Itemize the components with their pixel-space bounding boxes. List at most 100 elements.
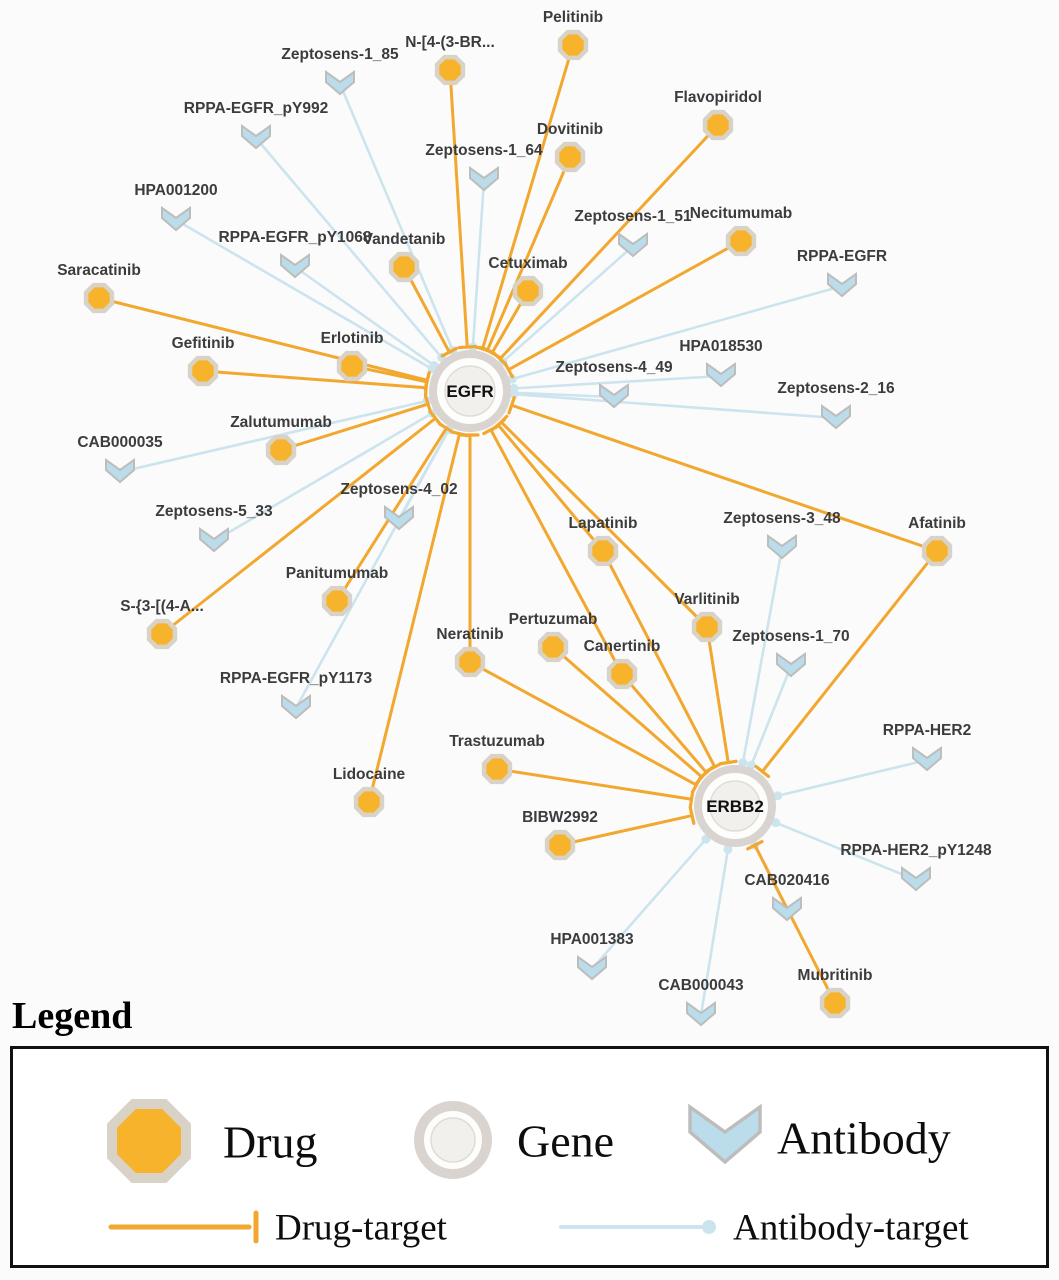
edge-neratinib-egfr[interactable] xyxy=(460,433,480,664)
node-panitumumab[interactable] xyxy=(321,585,353,617)
edge-flavopiridol-egfr[interactable] xyxy=(492,123,720,366)
edge-canertinib-egfr[interactable] xyxy=(482,424,624,676)
node-lapatinib[interactable] xyxy=(587,535,619,567)
network-canvas[interactable]: EGFR ERBB2PelitinibN-[4-(3-BR...Dovitinib… xyxy=(0,0,1059,1040)
label-layer: PelitinibN-[4-(3-BR...DovitinibFlavopiri… xyxy=(57,9,992,994)
edge-vandetanib-egfr[interactable] xyxy=(402,265,458,358)
edge-cab000043-erbb2[interactable] xyxy=(699,844,733,1017)
node-hpa018530[interactable] xyxy=(706,362,736,388)
antibody-chevron-icon xyxy=(821,404,851,430)
node-s-3-4-a[interactable] xyxy=(146,618,178,650)
node-cab000035[interactable] xyxy=(105,458,135,484)
antibody-chevron-icon xyxy=(241,124,271,150)
node-rppa-egfr-py1173[interactable] xyxy=(281,694,311,720)
node-zalutumumab[interactable] xyxy=(265,434,297,466)
edge-zeptosens-1-64-egfr[interactable] xyxy=(468,178,486,352)
label-lapatinib: Lapatinib xyxy=(569,515,638,532)
edge-zalutumumab-egfr[interactable] xyxy=(279,394,432,452)
drug-octagon-icon xyxy=(512,275,544,307)
edge-layer xyxy=(97,43,939,1017)
edge-rppa-her2-py1248-erbb2[interactable] xyxy=(771,818,918,882)
node-canertinib[interactable] xyxy=(606,658,638,690)
edge-s-3-4-a-egfr[interactable] xyxy=(160,410,443,636)
node-pertuzumab[interactable] xyxy=(537,631,569,663)
edge-rppa-her2-erbb2[interactable] xyxy=(773,758,929,801)
node-erbb2[interactable]: ERBB2 xyxy=(694,765,776,847)
edge-rppa-egfr-py992-egfr[interactable] xyxy=(254,136,447,362)
node-zeptosens-5-33[interactable] xyxy=(199,527,229,553)
label-canertinib: Canertinib xyxy=(584,638,661,655)
legend-drug-target-icon xyxy=(108,1210,259,1244)
node-gefitinib[interactable] xyxy=(187,355,219,387)
edge-zeptosens-1-85-egfr[interactable] xyxy=(338,82,458,355)
node-dovitinib[interactable] xyxy=(554,141,586,173)
node-cab000043[interactable] xyxy=(686,1001,716,1027)
edge-necitumumab-egfr[interactable] xyxy=(503,239,743,379)
node-zeptosens-4-02[interactable] xyxy=(384,505,414,531)
node-afatinib[interactable] xyxy=(921,535,953,567)
node-rppa-egfr[interactable] xyxy=(827,272,857,298)
node-trastuzumab[interactable] xyxy=(481,753,513,785)
edge-rppa-egfr-py1068-egfr[interactable] xyxy=(293,265,439,371)
node-rppa-her2-py1248[interactable] xyxy=(901,866,931,892)
legend-antibody-label: Antibody xyxy=(777,1113,951,1164)
node-egfr[interactable]: EGFR xyxy=(429,350,511,432)
edge-varlitinib-erbb2[interactable] xyxy=(705,625,738,766)
node-saracatinib[interactable] xyxy=(83,282,115,314)
edge-trastuzumab-erbb2[interactable] xyxy=(495,767,695,809)
label-neratinib: Neratinib xyxy=(436,626,503,643)
drug-octagon-icon xyxy=(691,611,723,643)
node-flavopiridol[interactable] xyxy=(702,109,734,141)
node-n-4-3-br[interactable] xyxy=(434,54,466,86)
label-hpa001383: HPA001383 xyxy=(550,931,634,948)
node-neratinib[interactable] xyxy=(454,646,486,678)
edge-hpa018530-egfr[interactable] xyxy=(509,374,723,393)
node-cab020416[interactable] xyxy=(772,896,802,922)
node-erlotinib[interactable] xyxy=(336,350,368,382)
node-rppa-egfr-py1068[interactable] xyxy=(280,253,310,279)
label-rppa-egfr-py1173: RPPA-EGFR_pY1173 xyxy=(220,670,373,687)
label-saracatinib: Saracatinib xyxy=(57,262,141,279)
node-zeptosens-3-48[interactable] xyxy=(767,534,797,560)
label-hpa018530: HPA018530 xyxy=(679,338,762,355)
drug-octagon-icon xyxy=(265,434,297,466)
node-cetuximab[interactable] xyxy=(512,275,544,307)
label-s-3-4-a: S-{3-[(4-A... xyxy=(120,598,204,615)
edge-canertinib-erbb2[interactable] xyxy=(620,672,715,780)
edge-mubritinib-erbb2[interactable] xyxy=(746,840,837,1005)
node-necitumumab[interactable] xyxy=(725,225,757,257)
edge-n-4-3-br-egfr[interactable] xyxy=(448,68,477,350)
label-gefitinib: Gefitinib xyxy=(172,335,235,352)
node-vandetanib[interactable] xyxy=(388,251,420,283)
edge-afatinib-egfr[interactable] xyxy=(507,396,939,553)
edge-rppa-egfr-egfr[interactable] xyxy=(507,284,844,384)
edge-afatinib-erbb2[interactable] xyxy=(754,549,939,779)
node-varlitinib[interactable] xyxy=(691,611,723,643)
node-zeptosens-1-70[interactable] xyxy=(776,652,806,678)
node-zeptosens-1-85[interactable] xyxy=(325,70,355,96)
node-mubritinib[interactable] xyxy=(819,987,851,1019)
node-lidocaine[interactable] xyxy=(353,786,385,818)
label-afatinib: Afatinib xyxy=(908,515,966,532)
node-bibw2992[interactable] xyxy=(544,829,576,861)
label-flavopiridol: Flavopiridol xyxy=(674,89,762,106)
legend-gene-label: Gene xyxy=(517,1116,614,1167)
node-hpa001383[interactable] xyxy=(577,955,607,981)
edge-zeptosens-1-70-erbb2[interactable] xyxy=(746,664,793,770)
edge-hpa001383-erbb2[interactable] xyxy=(590,834,711,971)
label-necitumumab: Necitumumab xyxy=(690,205,793,222)
edge-pertuzumab-erbb2[interactable] xyxy=(551,645,709,785)
node-zeptosens-1-64[interactable] xyxy=(469,166,499,192)
node-pelitinib[interactable] xyxy=(557,29,589,61)
node-zeptosens-4-49[interactable] xyxy=(599,383,629,409)
node-hpa001200[interactable] xyxy=(161,206,191,232)
node-layer: EGFR ERBB2 xyxy=(83,29,953,1027)
edge-zeptosens-2-16-egfr[interactable] xyxy=(509,389,838,420)
edge-zeptosens-3-48-erbb2[interactable] xyxy=(738,546,784,768)
edge-bibw2992-erbb2[interactable] xyxy=(558,806,696,847)
node-rppa-her2[interactable] xyxy=(912,746,942,772)
node-zeptosens-1-51[interactable] xyxy=(618,232,648,258)
node-zeptosens-2-16[interactable] xyxy=(821,404,851,430)
node-rppa-egfr-py992[interactable] xyxy=(241,124,271,150)
